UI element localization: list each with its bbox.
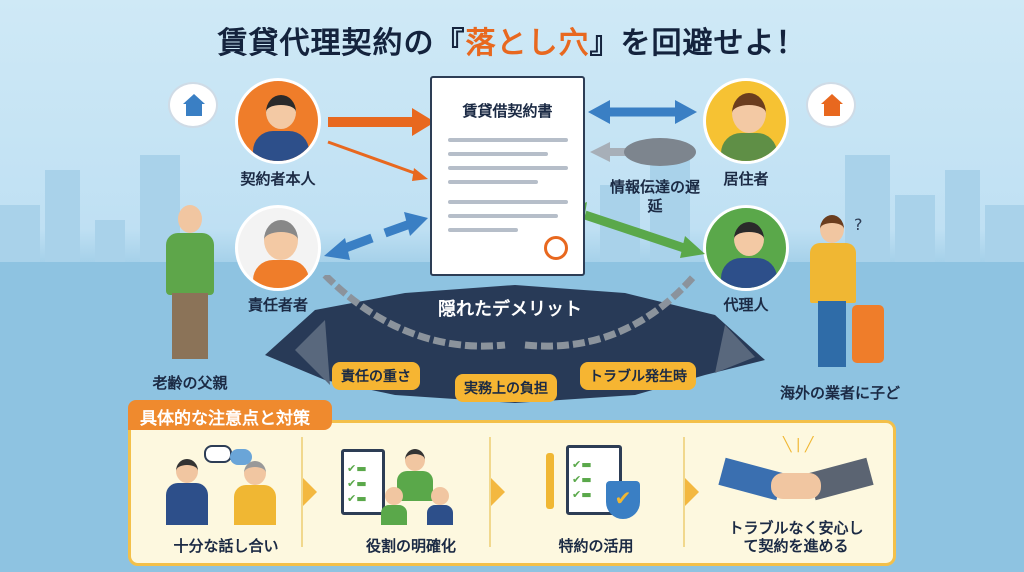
house-bubble-right	[806, 82, 856, 128]
chevron-icon	[685, 478, 699, 506]
agent-label: 代理人	[723, 296, 769, 314]
hidden-demerits-title: 隠れたデメリット	[438, 299, 582, 320]
demerit-responsibility: 責任の重さ	[332, 362, 420, 390]
arrow-contractor-to-document	[328, 108, 435, 136]
measures-panel: 十分な話し合い ✔▬✔▬✔▬ 役割の明確化 ✔▬✔▬✔▬ ✔ 特約の活用	[128, 420, 896, 566]
traveler-figure: ?	[808, 215, 888, 375]
chain-left	[322, 275, 506, 350]
seal-icon	[544, 236, 568, 260]
father-label: 老齢の父親	[152, 374, 228, 392]
contractor-label: 契約者本人	[240, 170, 316, 188]
step-role-clarification: ✔▬✔▬✔▬ 役割の明確化	[321, 423, 501, 563]
step-label: 役割の明確化	[365, 537, 456, 555]
conversation-icon	[156, 445, 286, 531]
demerit-workload: 実務上の負担	[455, 374, 557, 402]
page-title: 賃貸代理契約の『落とし穴』を回避せよ！	[217, 26, 807, 61]
step-label: 十分な話し合い	[173, 537, 279, 555]
child-label: 海外の業者に子ど	[779, 384, 900, 402]
step-special-clauses: ✔▬✔▬✔▬ ✔ 特約の活用	[506, 423, 686, 563]
measures-tag: 具体的な注意点と対策	[128, 400, 332, 430]
chevron-icon	[303, 478, 317, 506]
step-label: 特約の活用	[558, 537, 634, 555]
agent-avatar	[703, 205, 789, 291]
suitcase-icon	[852, 305, 884, 363]
arrow-responsible-document-broken	[324, 212, 428, 260]
elderly-father-figure	[160, 205, 220, 365]
house-icon	[821, 94, 843, 104]
contractor-avatar	[235, 78, 321, 164]
chain-right	[524, 275, 698, 350]
demerit-trouble: トラブル発生時	[580, 362, 696, 390]
house-icon	[183, 94, 205, 104]
arrow-delayed	[590, 138, 696, 166]
responsible-label: 責任者者	[247, 296, 308, 314]
arrow-document-resident	[588, 100, 697, 124]
document-title: 賃貸借契約書	[462, 102, 553, 120]
arrow-contractor-to-document-thin	[327, 140, 428, 181]
lease-contract-document: 賃貸借契約書	[430, 76, 585, 276]
responsible-avatar	[235, 205, 321, 291]
checklist-icon: ✔▬✔▬✔▬	[341, 445, 471, 535]
step-peace-of-mind: ╲ | ╱ トラブルなく安心して契約を進める	[701, 423, 891, 563]
step-discussion: 十分な話し合い	[136, 423, 316, 563]
resident-avatar	[703, 78, 789, 164]
chevron-icon	[491, 478, 505, 506]
step-label: トラブルなく安心して契約を進める	[728, 519, 864, 555]
handshake-icon: ╲ | ╱	[718, 437, 874, 523]
contract-shield-icon: ✔▬✔▬✔▬ ✔	[546, 441, 656, 531]
house-bubble-left	[168, 82, 218, 128]
resident-label: 居住者	[723, 170, 769, 188]
delay-label: 情報伝達の遅延	[610, 178, 701, 215]
